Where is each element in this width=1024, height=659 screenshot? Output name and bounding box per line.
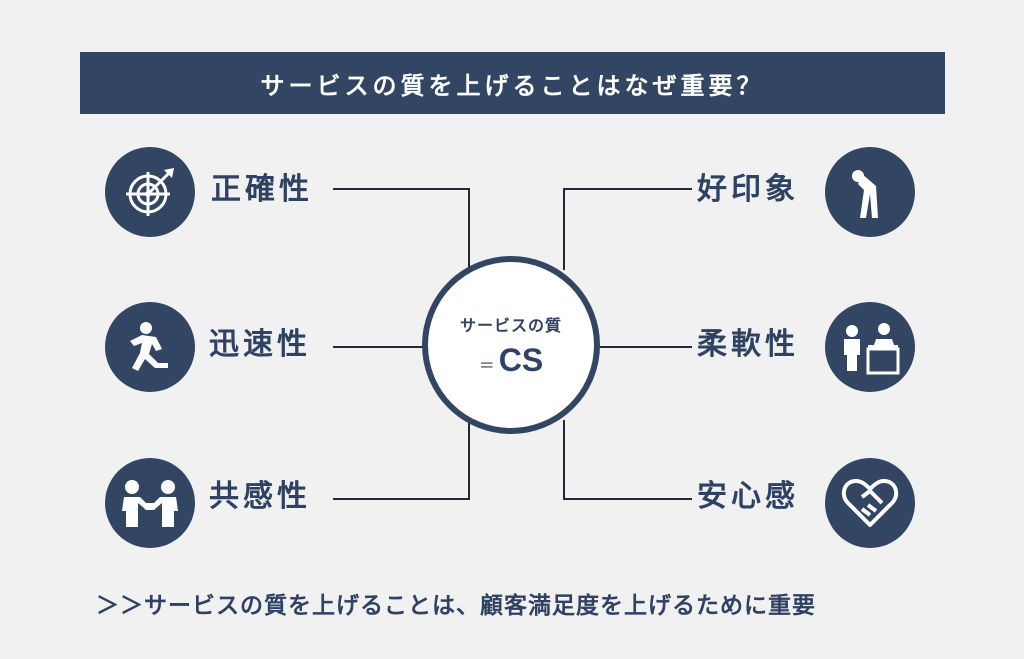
footer-note: ＞＞サービスの質を上げることは、顧客満足度を上げるために重要 xyxy=(96,593,816,619)
center-title: サービスの質 xyxy=(459,315,562,335)
cs-label: CS xyxy=(498,341,544,378)
title-banner: サービスの質を上げることはなぜ重要？ xyxy=(80,52,945,114)
handshake-people-icon xyxy=(122,480,178,527)
label-impression: 好印象 xyxy=(697,172,799,207)
empathy-icon-circle xyxy=(105,458,195,548)
equals-sign: ＝ xyxy=(478,355,495,375)
impression-icon-circle xyxy=(825,147,915,237)
label-speed: 迅速性 xyxy=(209,327,311,362)
flexibility-icon-circle xyxy=(825,302,915,392)
bowing-person-icon xyxy=(852,170,878,218)
running-person-icon xyxy=(130,322,168,371)
reception-desk-icon xyxy=(844,323,900,375)
accuracy-icon-circle xyxy=(105,147,195,237)
page-title: サービスの質を上げることはなぜ重要？ xyxy=(260,71,765,100)
speed-icon-circle xyxy=(105,302,195,392)
label-empathy: 共感性 xyxy=(209,479,311,514)
label-accuracy: 正確性 xyxy=(211,172,313,207)
label-security: 安心感 xyxy=(697,479,799,514)
connector-security xyxy=(563,420,692,500)
connector-impression xyxy=(563,188,692,270)
heart-handshake-icon xyxy=(841,479,899,527)
label-flexibility: 柔軟性 xyxy=(697,327,799,362)
connector-empathy xyxy=(333,420,470,500)
center-circle: サービスの質 ＝ CS xyxy=(422,256,600,434)
target-icon xyxy=(126,168,174,216)
security-icon-circle xyxy=(825,458,915,548)
connector-accuracy xyxy=(333,188,470,270)
center-equation: ＝ CS xyxy=(479,342,543,379)
